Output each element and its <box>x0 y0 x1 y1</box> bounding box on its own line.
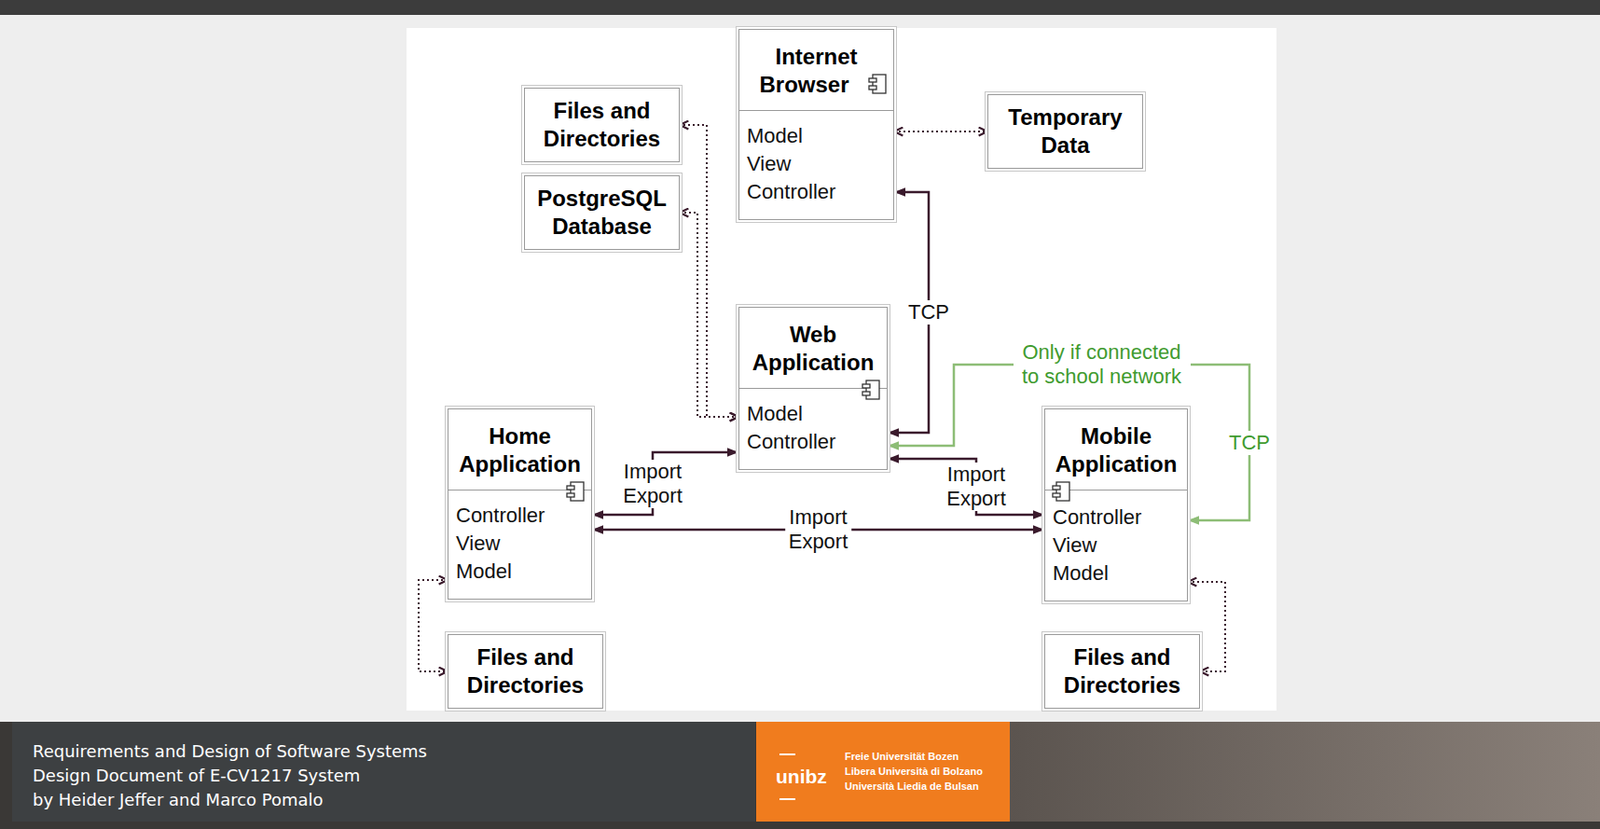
connector-label: TCP <box>1225 430 1274 456</box>
slide-panel <box>0 14 1600 722</box>
connection-arrow <box>887 458 1045 515</box>
icon-body <box>570 482 584 501</box>
network-note: Only if connected to school network <box>1013 340 1191 389</box>
icon-tab <box>566 485 575 490</box>
bottom-band <box>0 721 1600 829</box>
storage-name: PostgreSQL Database <box>524 176 679 249</box>
component-box: Internet BrowserModel View Controller <box>738 28 895 221</box>
icon-body <box>872 74 886 94</box>
component-icon <box>565 479 586 504</box>
component-icon <box>860 377 882 402</box>
storage-box: Files and Directories <box>447 634 604 709</box>
data-access-line <box>679 212 739 417</box>
icon-tab <box>1052 493 1061 497</box>
storage-name: Temporary Data <box>988 95 1143 168</box>
data-access-line <box>679 124 739 417</box>
icon-body <box>866 380 880 400</box>
component-name: Home Application <box>448 409 592 491</box>
storage-box: Files and Directories <box>524 87 680 163</box>
diagram-panel <box>406 27 1277 711</box>
connector-label: Import Export <box>785 505 853 554</box>
component-icon <box>867 71 888 97</box>
top-band <box>0 0 1600 15</box>
component-box: Home ApplicationController View Model <box>447 408 593 600</box>
footer-text: Requirements and Design of Software Syst… <box>32 741 428 762</box>
icon-tab <box>868 78 877 83</box>
icon-tab <box>566 493 575 497</box>
component-layers: Model View Controller <box>739 110 843 220</box>
data-access-line <box>894 130 988 133</box>
component-layers: Controller View Model <box>1045 490 1149 601</box>
icon-body <box>1056 482 1070 501</box>
footer-text: by Heider Jeffer and Marco Pomalo <box>32 789 324 811</box>
icon-tab <box>1052 485 1061 490</box>
component-layers: Model Controller <box>739 388 843 469</box>
component-name: Web Application <box>739 307 887 389</box>
university-name: Libera Università di Bolzano <box>844 763 983 779</box>
icon-tab <box>868 85 877 90</box>
storage-name: Files and Directories <box>1045 634 1200 708</box>
logo-text: unibz <box>775 765 828 788</box>
storage-name: Files and Directories <box>448 634 603 708</box>
icon-tab <box>862 391 870 396</box>
connector-label: TCP <box>904 300 953 325</box>
storage-box: PostgreSQL Database <box>524 175 680 250</box>
footer-text: Design Document of E-CV1217 System <box>32 765 360 787</box>
connector-label: Import Export <box>619 459 687 509</box>
component-name: Internet Browser <box>739 29 894 111</box>
component-box: Web ApplicationModel Controller <box>738 306 888 470</box>
data-access-line <box>418 579 448 672</box>
icon-tab <box>862 384 870 388</box>
logo-box <box>756 721 1010 822</box>
logo-bar <box>779 753 796 756</box>
component-icon <box>1050 479 1072 504</box>
component-layers: Controller View Model <box>448 490 552 599</box>
component-box: Mobile ApplicationController View Model <box>1044 408 1188 602</box>
storage-box: Temporary Data <box>987 94 1144 169</box>
university-name: Università Liedia de Bulsan <box>844 778 980 794</box>
footer-box <box>12 721 756 822</box>
logo-bar <box>779 798 796 800</box>
storage-box: Files and Directories <box>1044 634 1200 709</box>
photo-strip <box>1009 721 1600 822</box>
component-name: Mobile Application <box>1045 409 1187 491</box>
university-name: Freie Universität Bozen <box>844 748 959 764</box>
storage-name: Files and Directories <box>524 88 679 162</box>
connector-label: Import Export <box>942 462 1010 511</box>
connection-arrow <box>592 452 739 515</box>
